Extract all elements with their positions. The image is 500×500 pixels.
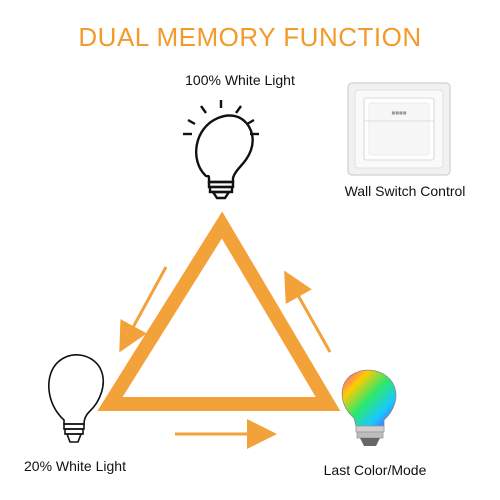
arrow-top-to-left xyxy=(119,266,168,353)
cycle-triangle xyxy=(97,211,341,411)
wall-switch-label: Wall Switch Control xyxy=(344,183,466,199)
arrow-right-to-top xyxy=(284,270,332,353)
wall-switch-icon: ■■■■ xyxy=(347,82,451,176)
left-bulb-label: 20% White Light xyxy=(24,458,126,474)
lightbulb-glowing-icon xyxy=(183,100,259,200)
right-bulb-label: Last Color/Mode xyxy=(323,462,427,478)
lightbulb-outline-icon xyxy=(48,354,105,443)
svg-text:■■■■: ■■■■ xyxy=(391,110,406,115)
diagram-title: DUAL MEMORY FUNCTION xyxy=(78,22,422,52)
rgb-lightbulb-icon xyxy=(341,369,397,446)
top-bulb-label: 100% White Light xyxy=(185,72,295,88)
